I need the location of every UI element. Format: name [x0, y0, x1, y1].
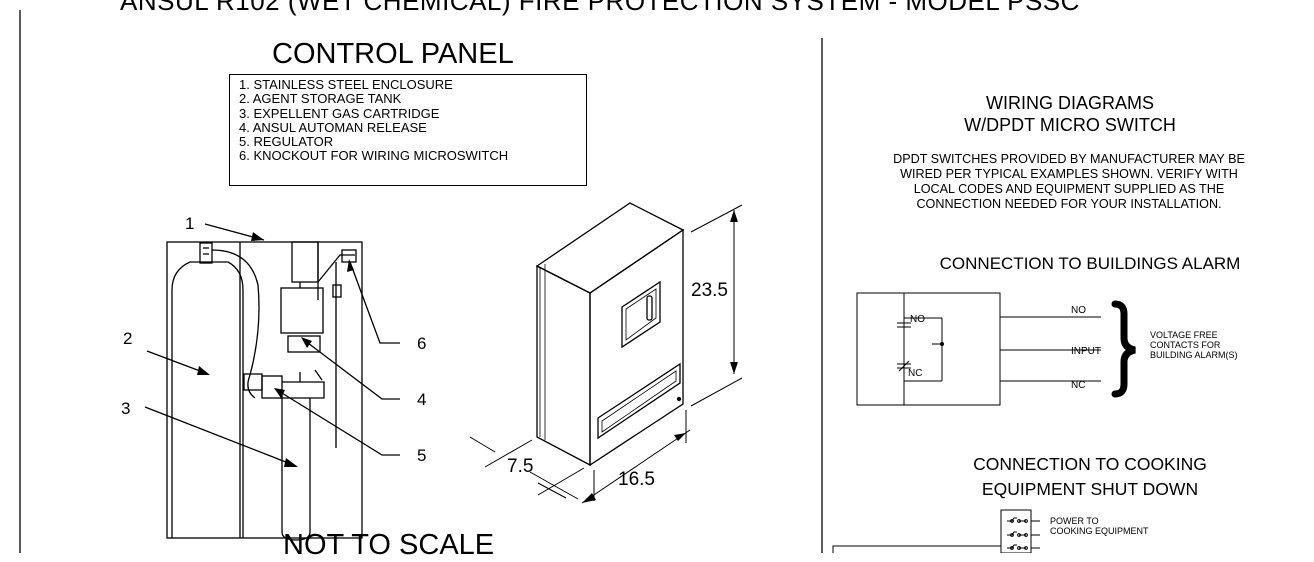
dimension-width: 16.5	[618, 469, 655, 490]
callout-5: 5	[417, 446, 427, 465]
enclosure-cutaway	[166, 241, 363, 541]
cooking-wiring	[832, 509, 1040, 553]
parts-legend-item: 4. ANSUL AUTOMAN RELEASE	[239, 119, 427, 135]
parts-legend-item: 5. REGULATOR	[239, 134, 334, 150]
cooking-title-line: CONNECTION TO COOKING	[973, 454, 1207, 474]
terminal-input-label: INPUT	[1071, 346, 1101, 357]
wiring-note-line: WIRED PER TYPICAL EXAMPLES SHOWN. VERIFY…	[900, 167, 1238, 181]
alarm-wiring	[856, 292, 1136, 406]
parts-legend-item: 3. EXPELLENT GAS CARTRIDGE	[239, 105, 440, 121]
alarm-connection-title: CONNECTION TO BUILDINGS ALARM	[939, 254, 1241, 273]
contacts-note-line: CONTACTS FOR	[1150, 340, 1221, 350]
control-panel-title: CONTROL PANEL	[272, 38, 514, 70]
wiring-title-line: WIRING DIAGRAMS	[985, 93, 1154, 113]
cooking-connection-title: CONNECTION TO COOKING EQUIPMENT SHUT DOW…	[925, 452, 1255, 502]
parts-legend-item: 2. AGENT STORAGE TANK	[239, 91, 402, 107]
wiring-note-line: DPDT SWITCHES PROVIDED BY MANUFACTURER M…	[893, 152, 1245, 166]
power-note-line: POWER TO	[1050, 516, 1099, 526]
terminal-no-label: NO	[1071, 305, 1086, 316]
callout-6: 6	[417, 334, 427, 353]
parts-legend: 1. STAINLESS STEEL ENCLOSURE 2. AGENT ST…	[229, 74, 587, 186]
parts-legend-item: 6. KNOCKOUT FOR WIRING MICROSWITCH	[239, 148, 509, 164]
callout-4: 4	[417, 390, 427, 409]
power-note-line: COOKING EQUIPMENT	[1050, 526, 1149, 536]
callout-3: 3	[121, 399, 131, 418]
switch-no-label: NO	[910, 314, 925, 325]
callout-1: 1	[185, 214, 195, 233]
enclosure-isometric	[535, 202, 685, 467]
wiring-title-line: W/DPDT MICRO SWITCH	[964, 115, 1176, 135]
contacts-note-line: BUILDING ALARM(S)	[1150, 350, 1238, 360]
dimension-lines	[469, 204, 743, 504]
contacts-note: VOLTAGE FREE CONTACTS FOR BUILDING ALARM…	[1150, 330, 1238, 360]
dimension-depth: 7.5	[507, 456, 534, 477]
terminal-nc-label: NC	[1071, 380, 1086, 391]
not-to-scale-note: NOT TO SCALE	[283, 529, 495, 561]
wiring-note: DPDT SWITCHES PROVIDED BY MANUFACTURER M…	[832, 152, 1306, 212]
wiring-title: WIRING DIAGRAMS W/DPDT MICRO SWITCH	[900, 92, 1240, 136]
callout-leaders	[144, 223, 400, 467]
wiring-note-line: CONNECTION NEEDED FOR YOUR INSTALLATION.	[916, 197, 1222, 211]
dimension-height: 23.5	[691, 280, 728, 301]
power-note: POWER TO COOKING EQUIPMENT	[1050, 516, 1149, 536]
contacts-note-line: VOLTAGE FREE	[1150, 330, 1218, 340]
switch-nc-label: NC	[908, 368, 923, 379]
callout-2: 2	[123, 329, 133, 348]
parts-legend-item: 1. STAINLESS STEEL ENCLOSURE	[239, 77, 453, 92]
cooking-title-line: EQUIPMENT SHUT DOWN	[981, 479, 1199, 499]
drawing-title: ANSUL R102 (WET CHEMICAL) FIRE PROTECTIO…	[120, 0, 1080, 16]
wiring-note-line: LOCAL CODES AND EQUIPMENT SUPPLIED AS TH…	[913, 182, 1225, 196]
